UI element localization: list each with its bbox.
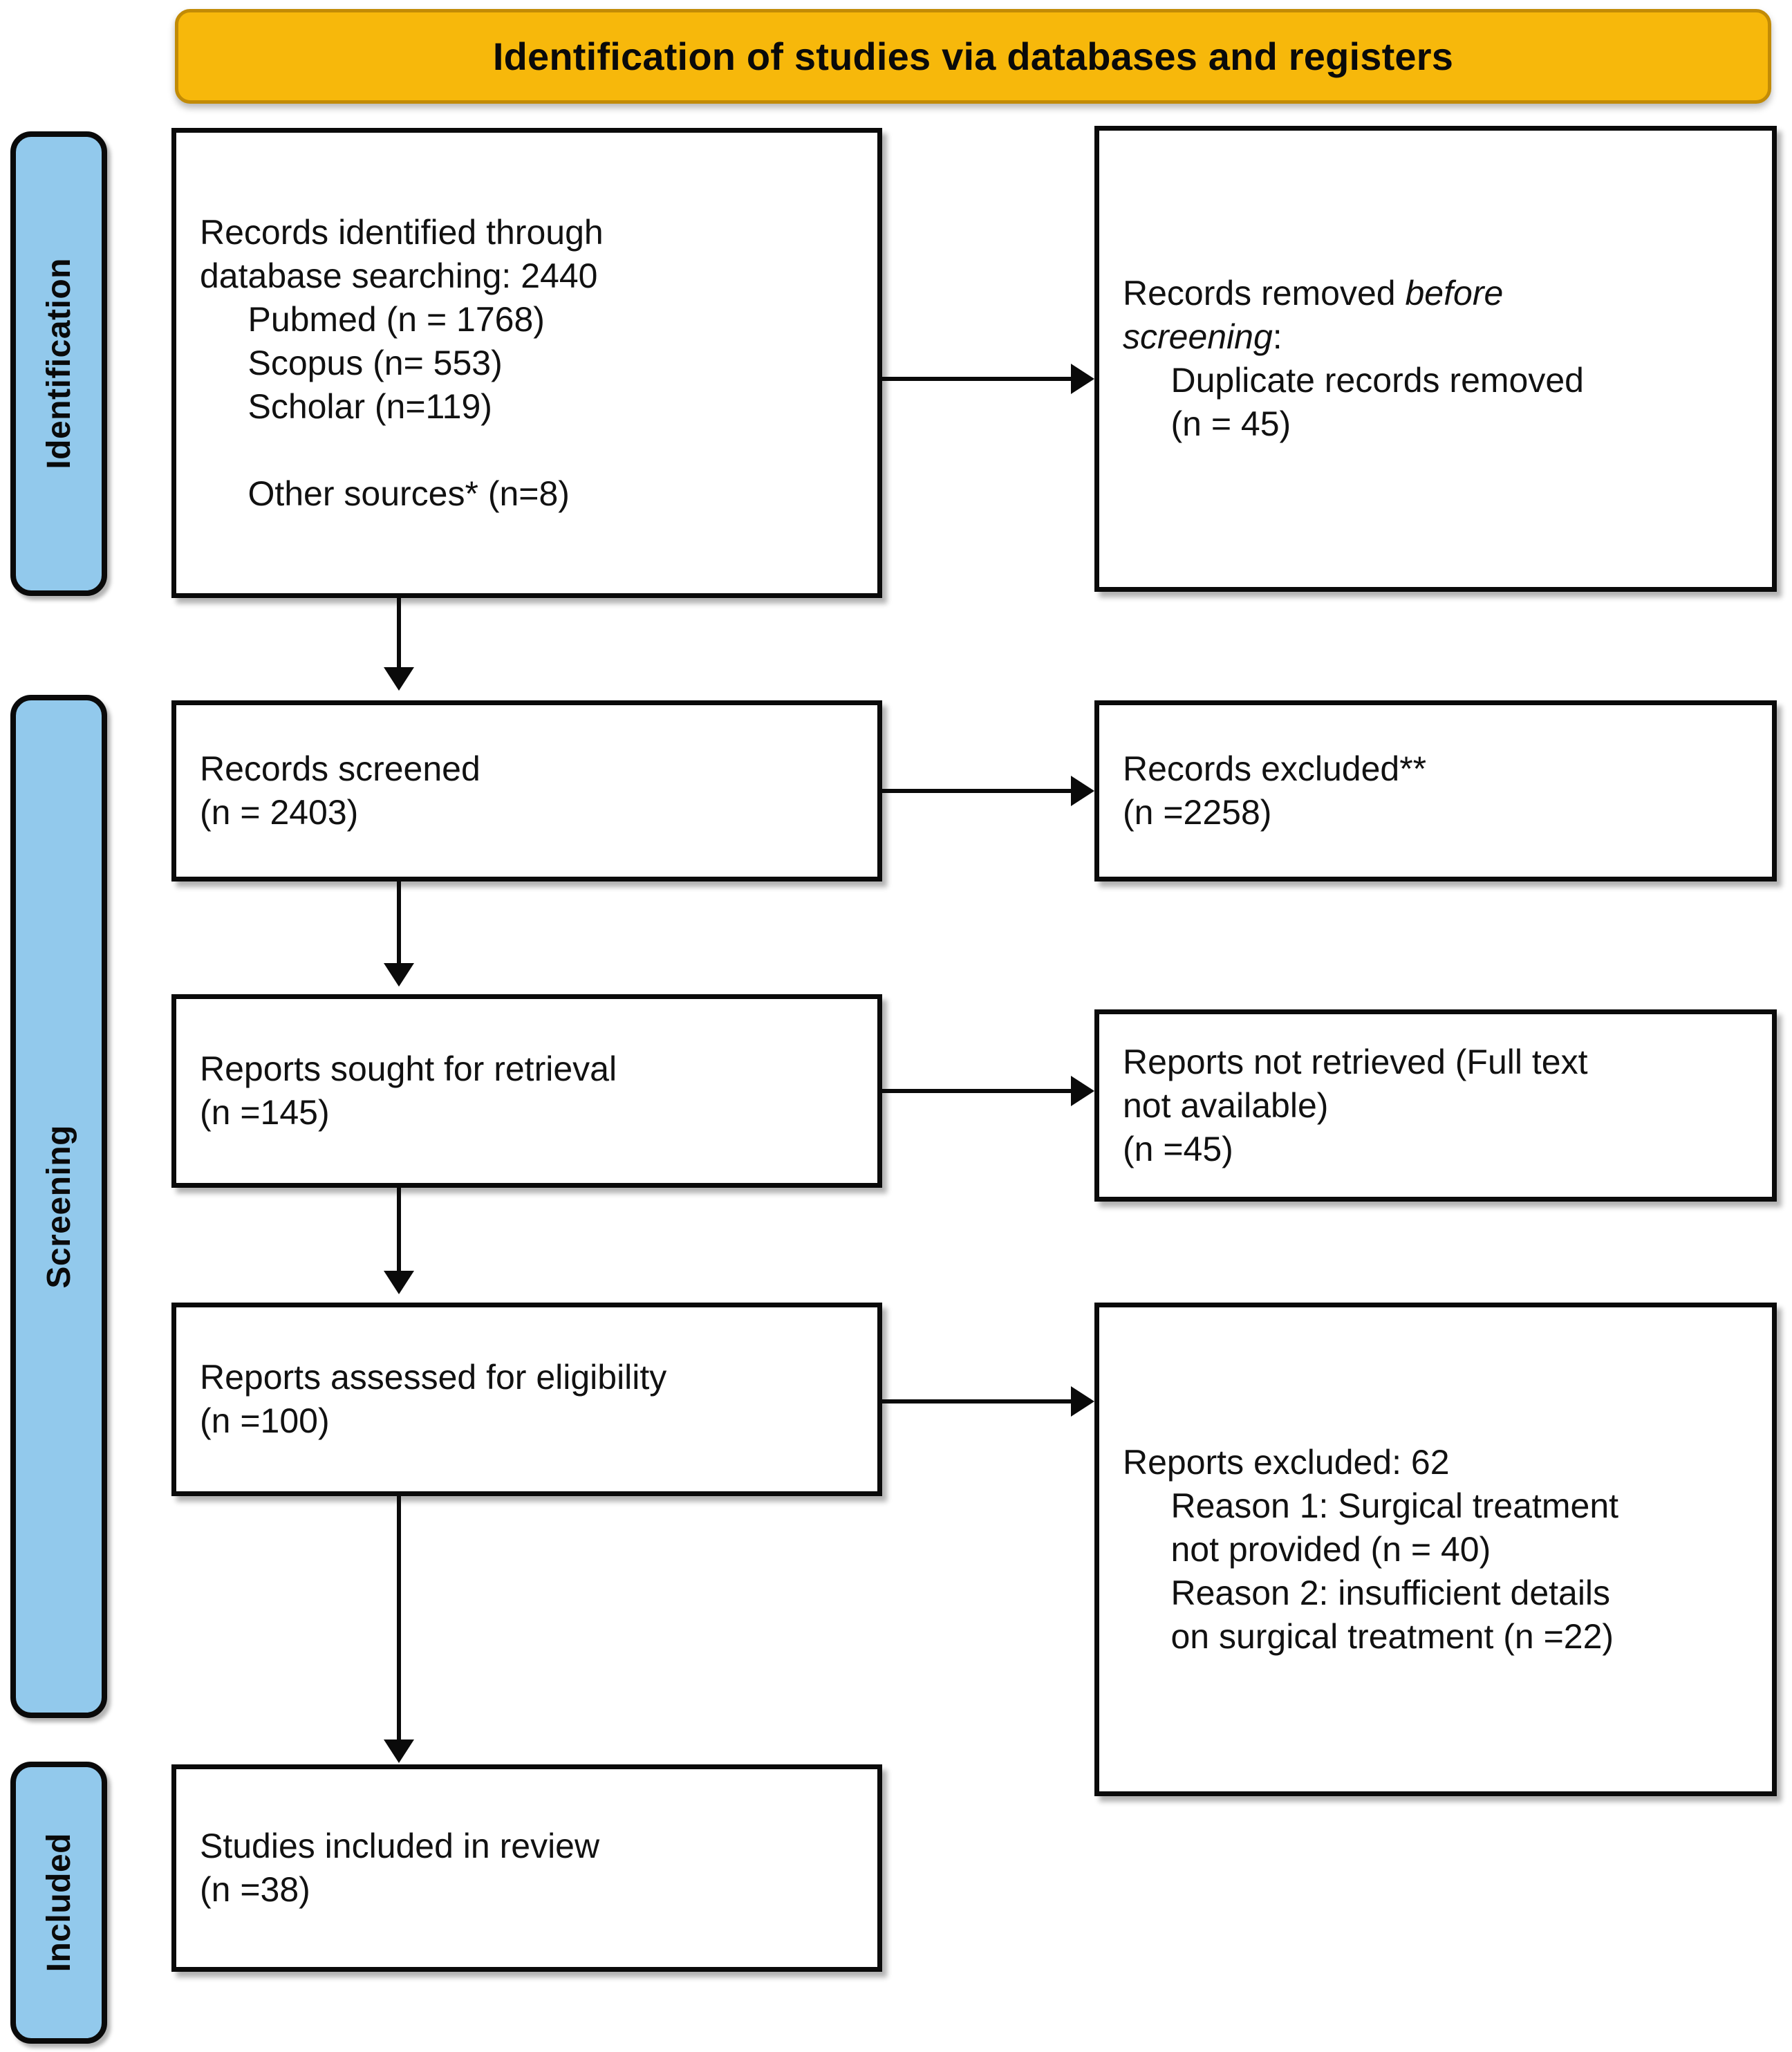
arrowhead-identified-to-screened [384, 667, 414, 691]
box-reports-excluded: Reports excluded: 62 Reason 1: Surgical … [1094, 1303, 1777, 1796]
stage-label-screening: Screening [40, 1124, 77, 1289]
arrowhead-screened-to-sought [384, 963, 414, 987]
box-records-identified: Records identified through database sear… [171, 128, 882, 598]
connector-identified-to-removed [882, 377, 1076, 381]
connector-assessed-to-reports-excluded [882, 1399, 1076, 1403]
connector-screened-to-sought [397, 882, 401, 967]
box-reports-sought-text: Reports sought for retrieval (n =145) [200, 1050, 617, 1132]
box-reports-assessed: Reports assessed for eligibility (n =100… [171, 1303, 882, 1496]
connector-assessed-to-included [397, 1496, 401, 1744]
connector-screened-to-excluded [882, 789, 1076, 793]
box-records-excluded-text: Records excluded** (n =2258) [1123, 749, 1427, 832]
box-reports-sought: Reports sought for retrieval (n =145) [171, 994, 882, 1188]
page-title: Identification of studies via databases … [492, 35, 1454, 78]
stage-pill-included: Included [10, 1762, 107, 2044]
stage-label-included: Included [40, 1833, 77, 1972]
box-studies-included: Studies included in review (n =38) [171, 1764, 882, 1972]
stage-label-identification: Identification [40, 258, 77, 469]
arrowhead-identified-to-removed [1071, 364, 1094, 394]
box-records-removed: Records removed before screening: Duplic… [1094, 126, 1777, 592]
arrowhead-screened-to-excluded [1071, 776, 1094, 806]
arrowhead-sought-to-assessed [384, 1271, 414, 1294]
connector-identified-to-screened [397, 598, 401, 671]
stage-pill-screening: Screening [10, 695, 107, 1718]
arrowhead-sought-to-not-retrieved [1071, 1076, 1094, 1106]
arrowhead-assessed-to-included [384, 1739, 414, 1763]
box-studies-included-text: Studies included in review (n =38) [200, 1827, 600, 1909]
box-reports-excluded-text: Reports excluded: 62 Reason 1: Surgical … [1123, 1442, 1619, 1656]
connector-sought-to-assessed [397, 1188, 401, 1275]
stage-pill-identification: Identification [10, 131, 107, 596]
box-reports-not-retrieved-text: Reports not retrieved (Full text not ava… [1123, 1042, 1588, 1168]
diagram-header-banner: Identification of studies via databases … [175, 9, 1771, 104]
arrowhead-assessed-to-reports-excluded [1071, 1386, 1094, 1417]
box-reports-assessed-text: Reports assessed for eligibility (n =100… [200, 1358, 667, 1440]
box-records-screened-text: Records screened (n = 2403) [200, 749, 480, 832]
connector-sought-to-not-retrieved [882, 1089, 1076, 1093]
box-reports-not-retrieved: Reports not retrieved (Full text not ava… [1094, 1009, 1777, 1202]
box-records-removed-text: Records removed before screening: Duplic… [1123, 274, 1584, 443]
box-records-identified-text: Records identified through database sear… [200, 212, 604, 513]
box-records-screened: Records screened (n = 2403) [171, 700, 882, 882]
box-records-excluded: Records excluded** (n =2258) [1094, 700, 1777, 882]
